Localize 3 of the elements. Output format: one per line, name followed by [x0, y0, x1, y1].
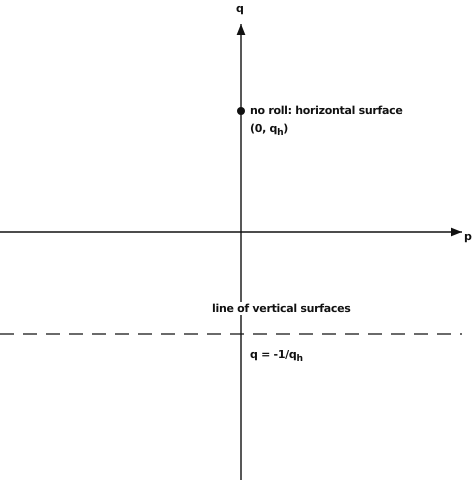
annotation-text: line of vertical surfaces [212, 302, 351, 316]
annotation-text: no roll: horizontal surface [250, 104, 403, 118]
axis-label: p [464, 230, 472, 244]
